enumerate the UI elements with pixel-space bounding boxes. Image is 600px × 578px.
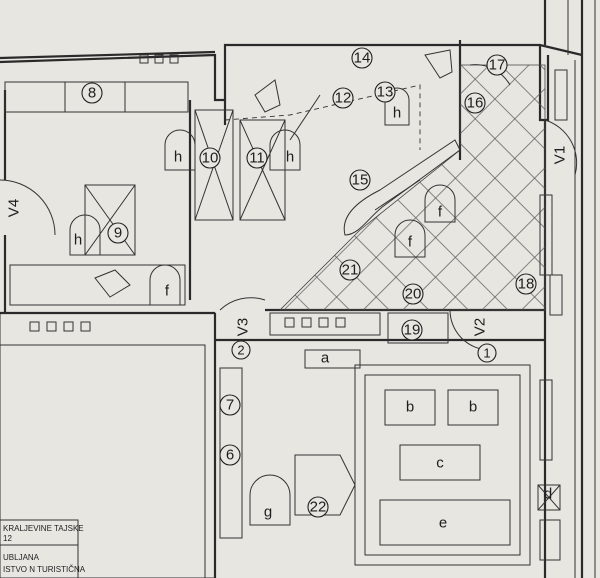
chair-f-9: f <box>165 283 170 300</box>
door-v2-label: V2 <box>472 318 489 336</box>
furniture-letters: h h h h f f f a b b c d e g <box>74 105 552 532</box>
title-line-1: KRALJEVINE TAJSKE <box>3 524 84 533</box>
chair-h-12: h <box>286 149 294 166</box>
room-10-label: 8 <box>88 85 96 102</box>
chair-f-16a: f <box>438 204 443 221</box>
room-21-label: 20 <box>405 286 422 303</box>
lounge-area <box>219 349 561 566</box>
room-6-label: 22 <box>310 499 327 516</box>
item-d: d <box>544 486 552 503</box>
chair-g: g <box>264 504 272 521</box>
armchair-b-right: b <box>469 399 477 416</box>
reception-desk <box>224 49 461 236</box>
chair-h-14: h <box>393 105 401 122</box>
room-16-label: 15 <box>352 172 369 189</box>
room-12-label: 11 <box>249 150 265 167</box>
room-18-label: 17 <box>489 57 506 74</box>
room-22-label: 21 <box>342 262 359 279</box>
room-7-label: 6 <box>226 447 234 464</box>
door-v1-label: V1 <box>552 146 569 164</box>
door-v4-label: V4 <box>6 199 23 217</box>
room-11-label: 10 <box>202 150 219 167</box>
windows <box>539 69 568 561</box>
room-20-label: 19 <box>404 322 421 339</box>
title-block: KRALJEVINE TAJSKE 12 UBLJANA ISTVO N TUR… <box>0 519 86 578</box>
room-10-desks <box>4 54 189 113</box>
room-17-label: 16 <box>467 95 484 112</box>
room-1-label: 1 <box>483 346 490 361</box>
armchair-b-left: b <box>406 399 414 416</box>
door-labels: V4 V3 V2 V1 <box>6 146 569 336</box>
title-line-4: ISTVO N TURISTIČNA <box>3 565 86 574</box>
chairs <box>69 87 456 306</box>
table-c: c <box>436 455 444 472</box>
room-9-desk <box>9 184 186 306</box>
room-number-markers: 8 10 11 9 12 13 14 15 16 17 18 19 20 21 … <box>81 47 537 518</box>
room-19-label: 18 <box>518 276 535 293</box>
hallway-shelf <box>29 312 449 344</box>
room-9-label: 9 <box>114 225 122 242</box>
room-8-label: 7 <box>226 397 234 414</box>
chair-h-11: h <box>174 149 182 166</box>
title-line-2: 12 <box>3 534 12 543</box>
room-14-label: 13 <box>377 84 394 101</box>
chair-h-9: h <box>74 232 82 249</box>
title-line-3: UBLJANA <box>3 553 40 562</box>
cabinet-a: a <box>321 350 330 367</box>
room-13-label: 12 <box>335 90 352 107</box>
left-block <box>0 311 216 578</box>
door-v3-label: V3 <box>235 318 252 336</box>
chair-f-16b: f <box>408 234 413 251</box>
room-15-label: 14 <box>354 50 371 67</box>
tiled-hallway <box>279 64 546 311</box>
room-2-label: 2 <box>237 343 244 358</box>
sofa-e: e <box>439 515 447 532</box>
